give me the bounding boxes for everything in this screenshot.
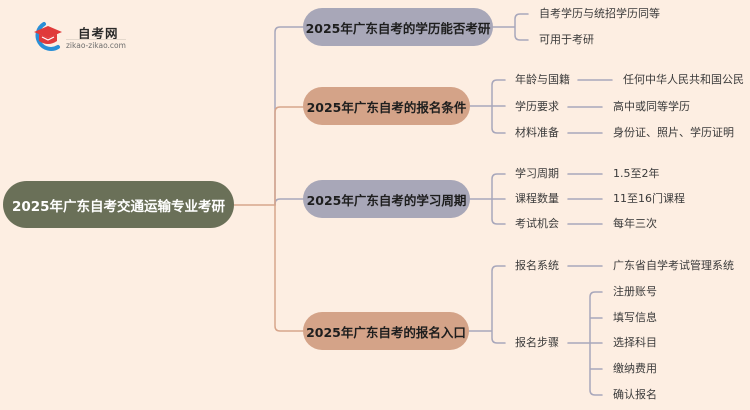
connector-branch3-leaves	[469, 173, 506, 225]
connector-branch4-leaves	[468, 265, 506, 344]
leaf-value: 任何中华人民共和国公民	[623, 73, 744, 86]
connector-branch1-leaves	[492, 13, 529, 41]
leaf-value: 每年三次	[613, 217, 657, 230]
logo-domain: zikao-zikao.com	[66, 39, 126, 50]
connector-branch2-leaves	[469, 79, 506, 134]
connector-branch4-steps	[589, 291, 603, 396]
logo-site-name: 自考网	[78, 26, 119, 41]
graduation-cap-logo-icon	[34, 22, 62, 51]
leaf-label: 课程数量	[515, 192, 559, 205]
leaf-label: 学历要求	[515, 100, 559, 113]
connector-branch2-values	[567, 79, 613, 134]
leaf-value: 身份证、照片、学历证明	[613, 126, 734, 139]
root-node: 2025年广东自考交通运输专业考研	[3, 181, 234, 228]
leaf-value: 高中或同等学历	[613, 100, 690, 113]
connector-branch3-values	[567, 173, 603, 225]
branch-node-registration-requirements: 2025年广东自考的报名条件	[303, 87, 470, 125]
leaf-label: 材料准备	[515, 126, 559, 139]
branch-node-registration-portal: 2025年广东自考的报名入口	[303, 312, 469, 350]
branch-node-education-eligibility: 2025年广东自考的学历能否考研	[303, 8, 493, 46]
logo	[28, 20, 138, 52]
connector-root-branch3	[274, 198, 304, 206]
leaf-label: 学习周期	[515, 167, 559, 180]
leaf-item: 自考学历与统招学历同等	[539, 7, 660, 20]
leaf-label: 报名步骤	[515, 336, 559, 349]
step-item: 注册账号	[613, 285, 657, 298]
connector-root-branch4	[274, 204, 304, 332]
leaf-label: 报名系统	[515, 259, 559, 272]
leaf-label: 考试机会	[515, 217, 559, 230]
branch-node-study-period: 2025年广东自考的学习周期	[303, 180, 470, 218]
connector-root-branch2	[274, 106, 304, 206]
step-item: 缴纳费用	[613, 362, 657, 375]
leaf-value: 广东省自学考试管理系统	[613, 259, 734, 272]
connector-branch4-values	[567, 265, 603, 344]
step-item: 填写信息	[613, 311, 657, 324]
leaf-value: 11至16门课程	[613, 192, 685, 205]
leaf-value: 1.5至2年	[613, 167, 660, 180]
connector-root-branch1	[274, 26, 304, 206]
leaf-label: 年龄与国籍	[515, 73, 570, 86]
leaf-item: 可用于考研	[539, 33, 594, 46]
step-item: 选择科目	[613, 336, 657, 349]
step-item: 确认报名	[613, 388, 657, 401]
